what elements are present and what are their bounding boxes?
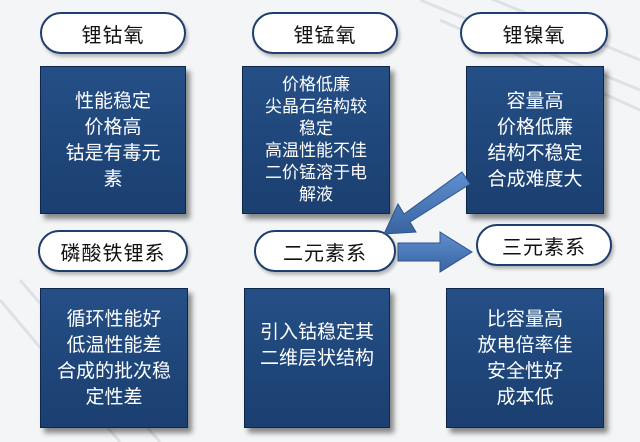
category-pill-lithium-iron-phosphate: 磷酸铁锂系 — [38, 230, 188, 272]
description-line: 合成的批次稳 — [56, 360, 171, 382]
description-box-lithium-cobalt-oxide: 性能稳定 价格高 钴是有毒元 素 — [40, 66, 186, 214]
description-line: 结构不稳定 — [487, 142, 583, 164]
description-box-lithium-iron-phosphate: 循环性能好 低温性能差 合成的批次稳 定性差 — [40, 288, 188, 428]
description-line: 容量高 — [506, 90, 564, 112]
category-pill-binary-system: 二元素系 — [254, 230, 396, 272]
description-box-lithium-nickel-oxide: 容量高 价格低廉 结构不稳定 合成难度大 — [466, 66, 604, 214]
description-line: 解液 — [299, 185, 333, 205]
description-line: 成本低 — [496, 386, 554, 408]
description-line: 素 — [103, 168, 123, 190]
description-line: 定性差 — [85, 386, 143, 408]
description-line: 价格低廉 — [282, 75, 350, 95]
description-line: 性能稳定 — [74, 90, 151, 112]
description-line: 循环性能好 — [66, 308, 162, 330]
description-line: 价格高 — [84, 116, 142, 138]
description-line: 引入钴稳定其 — [259, 321, 374, 343]
description-line: 二维层状结构 — [259, 347, 374, 369]
description-line: 钴是有毒元 — [65, 142, 161, 164]
category-pill-ternary-system: 三元素系 — [476, 224, 612, 266]
category-pill-lithium-nickel-oxide: 锂镍氧 — [460, 12, 608, 54]
description-line: 稳定 — [299, 119, 333, 139]
description-box-lithium-manganese-oxide: 价格低廉 尖晶石结构较 稳定 高温性能不佳 二价锰溶于电 解液 — [242, 66, 390, 214]
description-box-binary-system: 引入钴稳定其 二维层状结构 — [244, 288, 390, 428]
description-line: 比容量高 — [486, 308, 563, 330]
category-pill-lithium-cobalt-oxide: 锂钴氧 — [40, 12, 186, 54]
category-pill-lithium-manganese-oxide: 锂锰氧 — [252, 12, 398, 54]
description-line: 二价锰溶于电 — [265, 163, 367, 183]
description-line: 合成难度大 — [487, 168, 583, 190]
description-line: 低温性能差 — [66, 334, 162, 356]
description-line: 放电倍率佳 — [477, 334, 573, 356]
description-line: 价格低廉 — [496, 116, 573, 138]
description-line: 高温性能不佳 — [265, 141, 367, 161]
description-box-ternary-system: 比容量高 放电倍率佳 安全性好 成本低 — [446, 288, 604, 428]
description-line: 尖晶石结构较 — [265, 97, 367, 117]
description-line: 安全性好 — [486, 360, 563, 382]
